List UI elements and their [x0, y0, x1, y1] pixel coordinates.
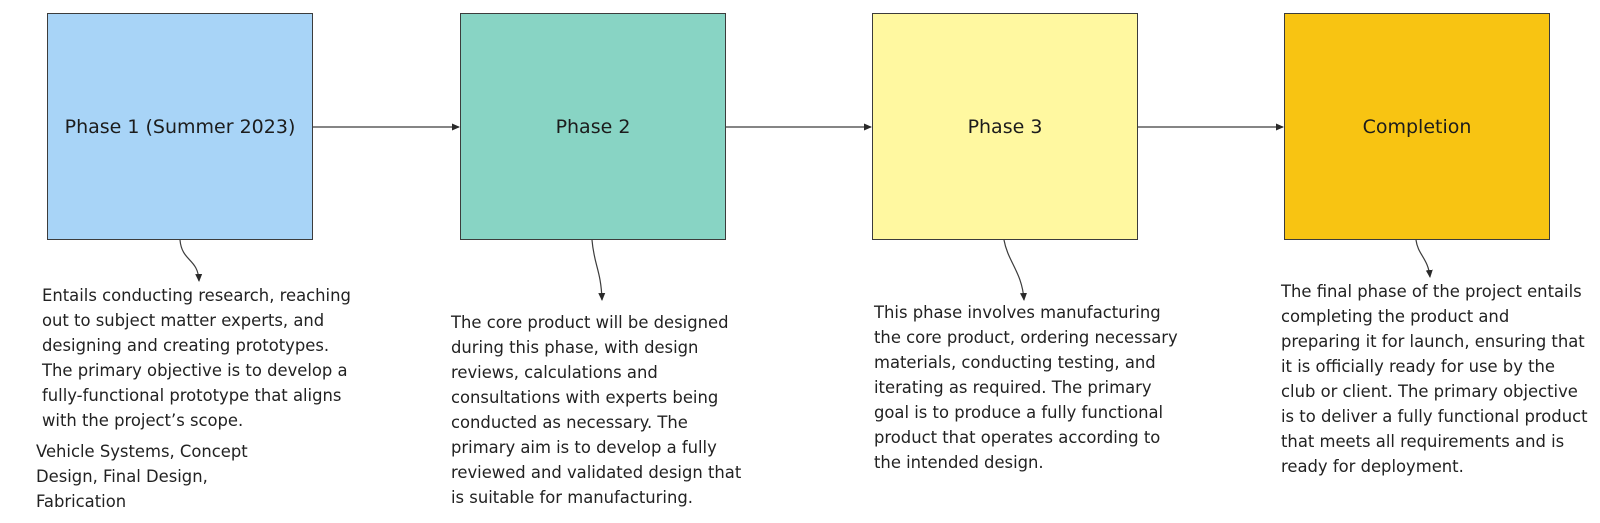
connector-phase2-description	[591, 239, 606, 301]
connector-phase3-description	[1003, 239, 1027, 301]
completion-box: Completion	[1284, 13, 1550, 240]
phase-1-tags: Vehicle Systems, Concept Design, Final D…	[36, 442, 248, 511]
connector-phase1-description	[179, 239, 203, 282]
completion-description: The final phase of the project entails c…	[1281, 282, 1588, 476]
phase-3-description: This phase involves manufacturing the co…	[874, 303, 1178, 472]
completion-label: Completion	[1362, 115, 1472, 138]
phase-2-box: Phase 2	[460, 13, 726, 240]
phase-1-description: Entails conducting research, reaching ou…	[42, 286, 351, 430]
phase-2-description: The core product will be designed during…	[451, 313, 742, 507]
phase-1-label: Phase 1 (Summer 2023)	[64, 115, 296, 138]
connector-completion-description	[1415, 239, 1433, 278]
phase-3-box: Phase 3	[872, 13, 1138, 240]
phase-1-box: Phase 1 (Summer 2023)	[47, 13, 313, 240]
phase-2-label: Phase 2	[555, 115, 631, 138]
phase-3-label: Phase 3	[967, 115, 1043, 138]
